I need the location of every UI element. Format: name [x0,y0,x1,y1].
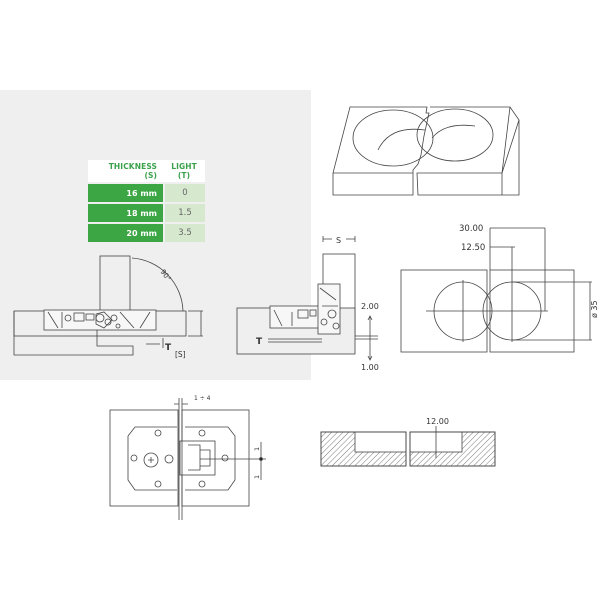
light-T-label: T [165,343,172,353]
thickness-cell: 20 mm [88,224,163,242]
gap-label: 1 ÷ 4 [194,395,211,402]
table-row: 18 mm 1.5 [88,204,205,222]
table-row: 20 mm 3.5 [88,224,205,242]
header-light: LIGHT (T) [163,160,205,182]
isometric-drill-blocks [332,106,520,196]
drill-plan-view [400,227,592,353]
hinge-section-view [236,236,378,361]
thickness-light-table: THICKNESS (S) LIGHT (T) 16 mm 0 18 mm 1.… [88,158,205,244]
section-T-label: T [256,337,263,347]
offset-top-label: 1 [253,447,261,451]
thickness-cell: 18 mm [88,204,163,222]
hinge-front-view [109,398,266,520]
header-thickness: THICKNESS (S) [88,160,163,182]
light-cell: 3.5 [163,224,205,242]
thickness-S-label: [S] [175,350,186,359]
offset-bottom-label: 1 [253,475,261,479]
thickness-cell: 16 mm [88,184,163,202]
angle-label: 90° [159,268,173,283]
light-cell: 1.5 [163,204,205,222]
cut-section-view [320,426,496,467]
diameter-label: ø 35 [590,300,599,318]
dim-12-5-label: 12.50 [461,243,485,253]
dim-2-label: 2.00 [361,302,379,311]
section-S-label: S [336,236,341,245]
light-cell: 0 [163,184,205,202]
depth-label: 12.00 [426,417,449,426]
dim-1-label: 1.00 [361,363,379,372]
table-row: 16 mm 0 [88,184,205,202]
dim-30-label: 30.00 [459,224,483,234]
hinge-side-view-90deg [13,255,203,356]
